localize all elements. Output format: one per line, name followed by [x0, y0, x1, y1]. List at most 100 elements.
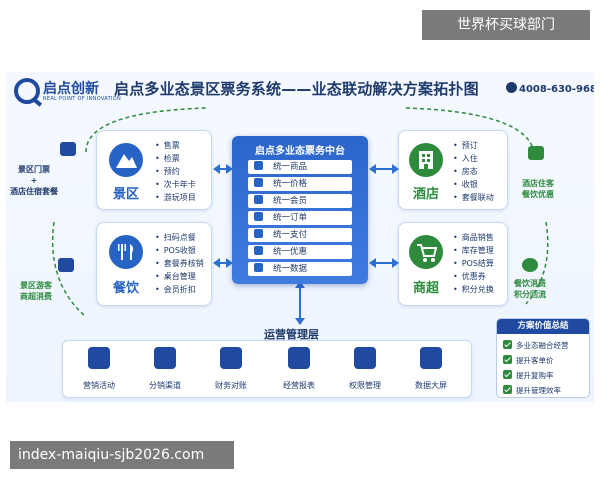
list-item: 预订	[453, 139, 494, 152]
ops-item: 权限管理	[335, 347, 395, 392]
diagram-title: 启点多业态景区票务系统——业态联动解决方案拓扑图	[114, 80, 479, 98]
caption-line: 景区游客	[20, 281, 52, 290]
center-item: 统一商品	[248, 160, 352, 174]
payment-icon	[254, 229, 263, 238]
finance-icon	[220, 347, 242, 369]
module-market: 商超 商品销售 库存管理 POS结算 优惠券 积分兑换	[398, 222, 508, 306]
center-item: 统一会员	[248, 194, 352, 208]
arrow-scenic-center	[213, 164, 233, 174]
list-item: 提升管理效率	[503, 383, 589, 397]
module-hotel-list: 预订 入住 房态 收银 套餐联动	[453, 139, 494, 204]
ops-layer: 营销活动 分销渠道 财务对账 经营报表 权限管理 数据大屏	[62, 340, 472, 398]
hotline: 4008-630-968	[506, 82, 594, 95]
list-item: 桌台管理	[155, 270, 204, 283]
center-platform: 启点多业态票务中台 统一商品 统一价格 统一会员 统一订单 统一支付 统一优惠 …	[232, 136, 368, 284]
top-site-tag: 世界杯买球部门	[422, 10, 590, 40]
center-item-label: 统一订单	[273, 213, 308, 223]
center-item-label: 统一数据	[273, 264, 308, 274]
bottom-site-url[interactable]: index-maiqiu-sjb2026.com	[10, 441, 234, 469]
bed-dining-icon	[528, 146, 544, 160]
list-item: 扫码点餐	[155, 231, 204, 244]
center-item: 统一数据	[248, 262, 352, 276]
list-item: 收银	[453, 178, 494, 191]
check-icon	[503, 385, 512, 394]
logo-name: 启点创新	[43, 81, 99, 97]
caption-line: +	[30, 176, 38, 185]
dashed-flow-ring	[51, 107, 549, 325]
list-item: 房态	[453, 165, 494, 178]
arrow-center-market	[369, 258, 399, 268]
ops-item: 营销活动	[69, 347, 129, 392]
list-item: 积分兑换	[453, 283, 494, 296]
ops-item-label: 经营报表	[283, 381, 315, 390]
caption-line: 酒店住宿套餐	[10, 187, 58, 196]
product-icon	[254, 161, 263, 170]
center-item-label: 统一商品	[273, 162, 308, 172]
caption-line: 餐饮优惠	[522, 190, 554, 199]
module-dining-label: 餐饮	[112, 281, 139, 296]
ops-item-label: 分销渠道	[149, 381, 181, 390]
center-item: 统一支付	[248, 228, 352, 242]
center-item-label: 统一优惠	[273, 247, 308, 257]
order-icon	[254, 212, 263, 221]
arrow-center-hotel	[369, 164, 399, 174]
list-item: 次卡年卡	[155, 178, 196, 191]
shopping-cart-icon	[409, 235, 443, 269]
module-dining: 餐饮 扫码点餐 POS收银 套餐券核销 桌台管理 会员折扣	[96, 222, 212, 306]
caption-line: 积分回流	[514, 290, 546, 299]
module-scenic-list: 售票 检票 预约 次卡年卡 游玩项目	[155, 139, 196, 204]
center-item-label: 统一支付	[273, 230, 308, 240]
ops-item-label: 数据大屏	[415, 381, 447, 390]
fork-knife-icon	[109, 235, 143, 269]
module-hotel: 酒店 预订 入住 房态 收银 套餐联动	[398, 130, 508, 210]
price-tag-icon	[254, 178, 263, 187]
value-item-label: 提升管理效率	[516, 386, 561, 395]
hotline-number: 4008-630-968	[519, 84, 594, 95]
module-market-label: 商超	[412, 281, 439, 296]
ops-item: 财务对账	[201, 347, 261, 392]
caption-left-bottom: 景区游客 商超消费	[20, 280, 52, 302]
value-summary-list: 多业态融合经营 提升客单价 提升复购率 提升管理效率	[497, 334, 589, 397]
list-item: 预约	[155, 165, 196, 178]
module-scenic: 景区 售票 检票 预约 次卡年卡 游玩项目	[96, 130, 212, 210]
phone-icon	[506, 82, 517, 93]
list-item: 套餐联动	[453, 191, 494, 204]
value-item-label: 提升客单价	[516, 356, 554, 365]
brand-logo: 启点创新 REAL POINT OF INNOVATION	[14, 78, 121, 106]
logo-q-icon	[14, 78, 40, 104]
list-item: 提升复购率	[503, 368, 589, 383]
topology-infographic: 启点创新 REAL POINT OF INNOVATION 启点多业态景区票务系…	[6, 72, 594, 402]
coins-icon	[522, 258, 538, 272]
list-item: 入住	[453, 152, 494, 165]
list-item: 售票	[155, 139, 196, 152]
tourist-icon	[58, 258, 74, 272]
list-item: 套餐券核销	[155, 257, 204, 270]
coupon-icon	[254, 246, 263, 255]
module-hotel-label: 酒店	[412, 187, 439, 202]
center-item-label: 统一价格	[273, 179, 308, 189]
caption-line: 酒店住客	[522, 179, 554, 188]
network-icon	[154, 347, 176, 369]
caption-line: 商超消费	[20, 292, 52, 301]
center-item-label: 统一会员	[273, 196, 308, 206]
ops-layer-title: 运营管理层	[264, 328, 319, 341]
caption-line: 景区门票	[18, 165, 50, 174]
center-platform-title: 启点多业态票务中台	[255, 146, 345, 157]
check-icon	[503, 370, 512, 379]
list-item: 优惠券	[453, 270, 494, 283]
check-icon	[503, 355, 512, 364]
building-icon	[409, 143, 443, 177]
value-summary-title: 方案价值总结	[497, 319, 589, 334]
list-item: POS收银	[155, 244, 204, 257]
ops-item: 经营报表	[269, 347, 329, 392]
caption-left-top: 景区门票 + 酒店住宿套餐	[10, 164, 58, 197]
mountain-icon	[109, 143, 143, 177]
logo-subtitle: REAL POINT OF INNOVATION	[43, 96, 121, 102]
list-item: 会员折扣	[155, 283, 204, 296]
megaphone-icon	[88, 347, 110, 369]
list-item: 游玩项目	[155, 191, 196, 204]
module-dining-list: 扫码点餐 POS收银 套餐券核销 桌台管理 会员折扣	[155, 231, 204, 296]
list-item: 多业态融合经营	[503, 338, 589, 353]
list-item: 检票	[155, 152, 196, 165]
ticket-icon	[60, 142, 76, 156]
